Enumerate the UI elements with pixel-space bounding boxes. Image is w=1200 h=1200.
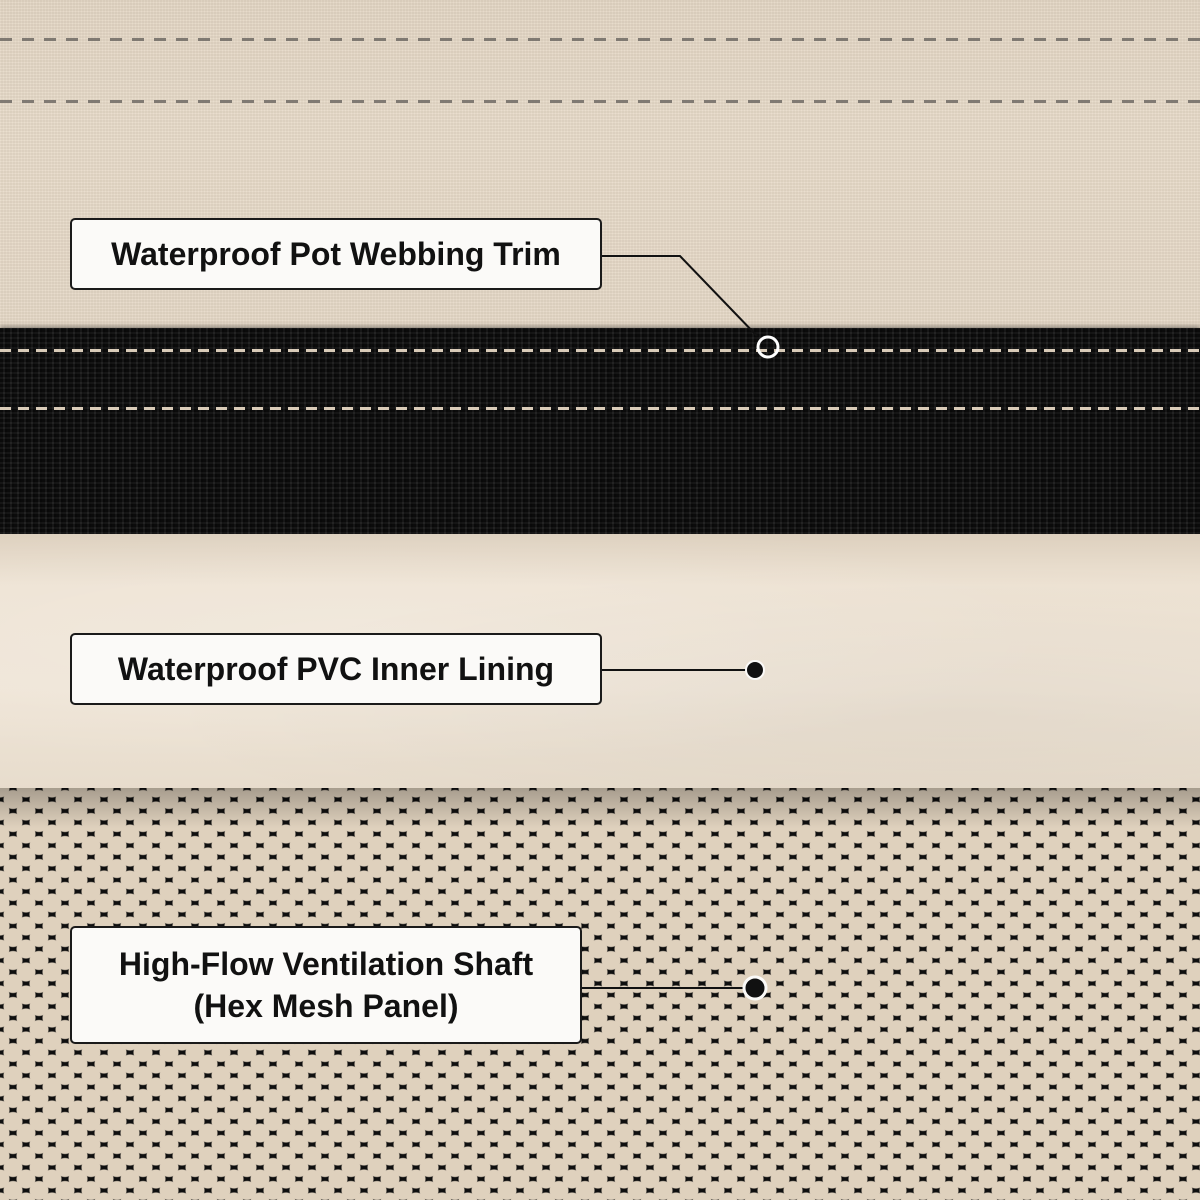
black-webbing-trim <box>0 328 1200 534</box>
webbing-stitch-row-1 <box>0 349 1200 352</box>
hex-mesh-panel <box>0 788 1200 1200</box>
webbing-leader-line <box>600 255 758 337</box>
top-stitch-row-1 <box>0 38 1200 41</box>
mesh-callout-text-line2: (Hex Mesh Panel) <box>193 988 459 1024</box>
webbing-stitch-row-2 <box>0 407 1200 410</box>
webbing-callout-label: Waterproof Pot Webbing Trim <box>70 218 602 290</box>
lining-marker-dot <box>745 660 765 680</box>
mesh-marker-dot <box>742 975 768 1001</box>
lining-callout-label: Waterproof PVC Inner Lining <box>70 633 602 705</box>
webbing-callout-text: Waterproof Pot Webbing Trim <box>111 236 561 272</box>
mesh-callout-label: High-Flow Ventilation Shaft (Hex Mesh Pa… <box>70 926 582 1044</box>
webbing-marker-ring <box>756 335 780 359</box>
lining-callout-text: Waterproof PVC Inner Lining <box>117 651 555 687</box>
top-stitch-row-2 <box>0 100 1200 103</box>
mesh-callout-text-line1: High-Flow Ventilation Shaft <box>118 946 534 982</box>
